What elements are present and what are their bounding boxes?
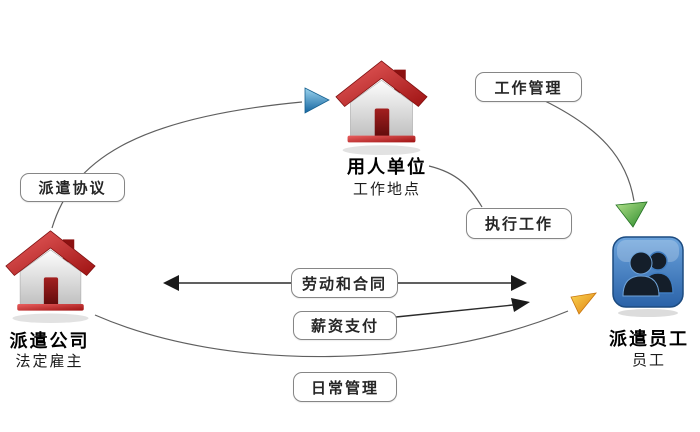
salary-payment-label: 薪资支付: [293, 311, 397, 340]
work-management-line: [542, 99, 635, 202]
dispatch-agreement-arrowhead-icon: [304, 87, 330, 114]
labor-contract-label: 劳动和合同: [291, 268, 398, 298]
daily-management-arrowhead-icon: [570, 292, 597, 315]
salary-payment-arrowhead-icon: [511, 298, 530, 312]
employing-unit-house-icon: [335, 60, 428, 156]
employing-unit-role: 工作地点: [352, 181, 421, 198]
dispatch-company-role: 法定雇主: [15, 353, 84, 370]
daily-management-line: [94, 310, 569, 358]
dispatch-company-house-icon: [5, 230, 96, 324]
dispatched-employee-role: 员工: [631, 352, 666, 369]
daily-management-label: 日常管理: [293, 372, 397, 402]
dispatched-employee-people-icon: [612, 236, 684, 318]
dispatch-agreement-label: 派遣协议: [20, 173, 125, 202]
work-management-label: 工作管理: [475, 72, 582, 102]
employing-unit-name: 用人单位: [347, 157, 427, 177]
dispatch-company-name: 派遣公司: [9, 331, 90, 351]
dispatched-employee-name: 派遣员工: [609, 329, 689, 349]
labor-contract-right-arrowhead-icon: [511, 275, 527, 291]
dispatch-agreement-line: [51, 101, 303, 229]
execute-work-line: [428, 165, 483, 208]
execute-work-label: 执行工作: [466, 208, 572, 239]
work-management-arrowhead-icon: [615, 201, 648, 228]
salary-payment-line: [395, 304, 514, 318]
labor-contract-left-arrowhead-icon: [163, 275, 179, 291]
